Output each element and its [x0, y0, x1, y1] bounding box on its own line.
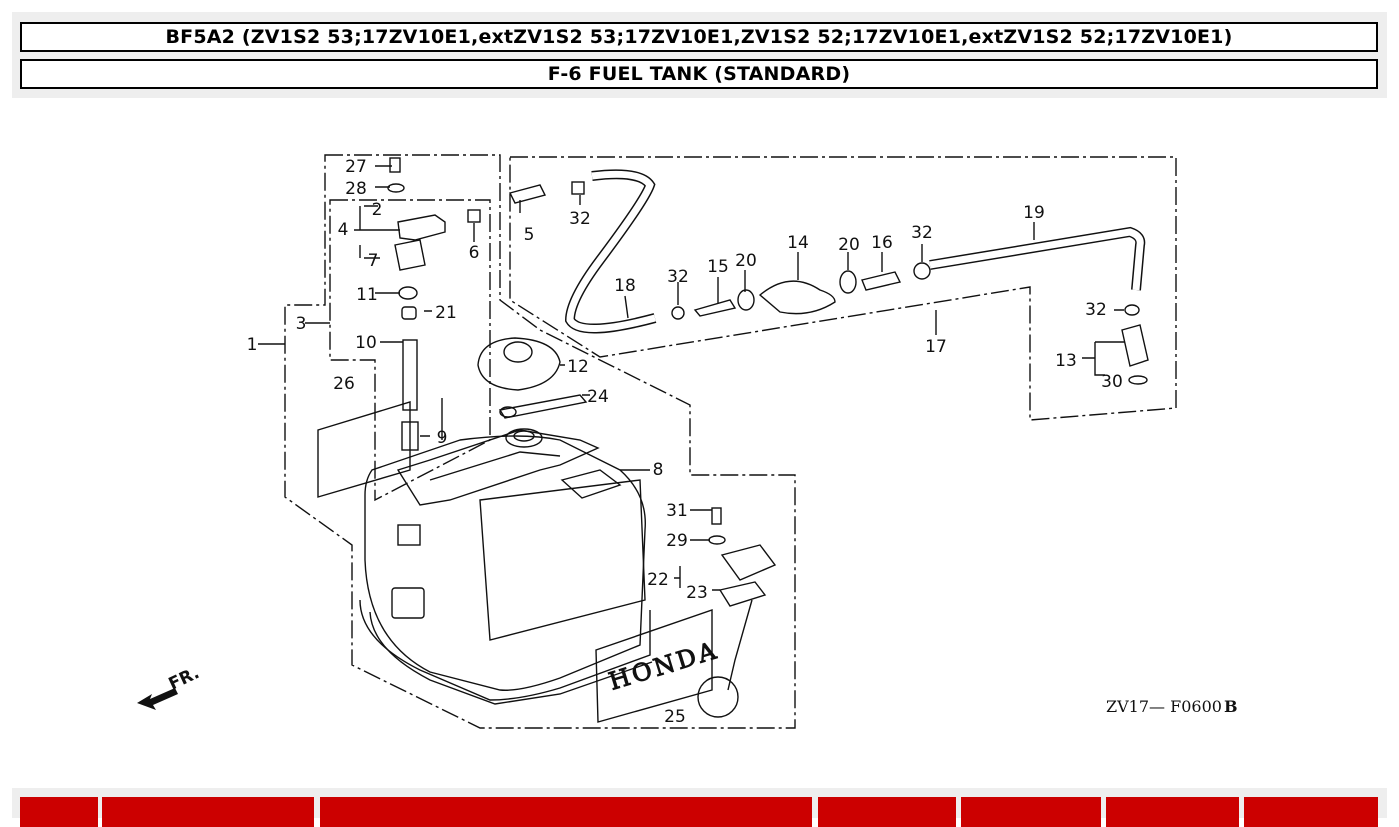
outline-group-17 — [509, 156, 1177, 421]
honda-logo-text: HONDA — [606, 636, 722, 696]
screw-27 — [389, 157, 401, 173]
callout-32a: 32 — [569, 209, 591, 229]
callouts: 1 2 3 4 5 6 7 8 9 10 11 12 13 14 15 16 1… — [247, 157, 1123, 727]
callout-1: 1 — [247, 335, 258, 355]
tank-cap — [477, 337, 561, 391]
table-header-col-2 — [102, 797, 314, 827]
callout-28: 28 — [345, 179, 367, 199]
callout-16: 16 — [871, 233, 893, 253]
callout-32b: 32 — [667, 267, 689, 287]
callout-32c: 32 — [911, 223, 933, 243]
outline-group-3 — [329, 199, 491, 502]
connector-13 — [1121, 324, 1149, 367]
callout-13: 13 — [1055, 351, 1077, 371]
tank-body — [364, 435, 646, 691]
ring-30 — [1128, 375, 1148, 385]
callout-7: 7 — [368, 251, 379, 271]
callout-32d: 32 — [1085, 300, 1107, 320]
clip-32-top — [571, 181, 585, 195]
filler-neck — [505, 428, 543, 448]
callout-25: 25 — [664, 707, 686, 727]
tank-handle — [396, 429, 600, 506]
clamp-32-b — [913, 262, 931, 280]
tank-fitting — [397, 524, 421, 546]
tank-base-rim — [369, 611, 653, 705]
screw-31 — [711, 507, 722, 525]
callout-26: 26 — [333, 374, 355, 394]
cap-strap — [498, 394, 588, 419]
gasket-23 — [718, 581, 767, 607]
table-header-col-1 — [20, 797, 98, 827]
callout-20a: 20 — [735, 251, 757, 271]
callout-30: 30 — [1101, 372, 1123, 392]
washer-29 — [708, 535, 726, 545]
tube-10 — [402, 339, 418, 411]
tank-base — [359, 599, 651, 701]
float-arm — [727, 599, 753, 691]
washer-28 — [387, 183, 405, 193]
callout-23: 23 — [686, 583, 708, 603]
clamp-20-b — [839, 270, 857, 294]
callout-31: 31 — [666, 501, 688, 521]
clamp-32-a — [671, 306, 685, 320]
callout-6: 6 — [469, 243, 480, 263]
sticker-26 — [317, 401, 411, 498]
callout-4: 4 — [338, 220, 349, 240]
callout-18: 18 — [614, 276, 636, 296]
callout-19: 19 — [1023, 203, 1045, 223]
callout-17: 17 — [925, 337, 947, 357]
gauge-plate — [560, 469, 622, 499]
callout-8: 8 — [653, 460, 664, 480]
table-header-col-3 — [320, 797, 812, 827]
vent-valve — [397, 214, 446, 241]
outline-group-1 — [284, 154, 796, 729]
parts-diagram: FR. HONDA 1 2 3 4 5 6 7 8 9 10 11 12 13 … — [137, 154, 1237, 729]
callout-29: 29 — [666, 531, 688, 551]
front-arrow-icon — [137, 688, 178, 710]
model-title: BF5A2 (ZV1S2 53;17ZV10E1,extZV1S2 53;17Z… — [20, 22, 1378, 52]
callout-15: 15 — [707, 257, 729, 277]
callout-2: 2 — [372, 200, 383, 220]
callout-5: 5 — [524, 225, 535, 245]
callout-12: 12 — [567, 357, 589, 377]
callout-9: 9 — [437, 428, 448, 448]
seal-21 — [401, 306, 417, 320]
honda-sticker-25 — [595, 609, 713, 723]
table-header-col-6 — [1106, 797, 1239, 827]
callout-14: 14 — [787, 233, 809, 253]
primer-bulb-14 — [758, 280, 836, 315]
callout-24: 24 — [587, 387, 609, 407]
joint-15 — [693, 299, 737, 317]
seal-11 — [398, 286, 418, 300]
callout-20b: 20 — [838, 235, 860, 255]
gauge-22 — [720, 544, 777, 581]
table-header-col-5 — [961, 797, 1101, 827]
table-header-col-4 — [818, 797, 956, 827]
valve-16 — [861, 271, 902, 291]
cap-6 — [467, 209, 481, 223]
clamp-20-a — [737, 289, 755, 311]
callout-21: 21 — [435, 303, 457, 323]
callout-27: 27 — [345, 157, 367, 177]
table-header-col-7 — [1244, 797, 1378, 827]
float — [697, 676, 739, 718]
callout-22: 22 — [647, 570, 669, 590]
clamp-32-c — [1124, 304, 1140, 316]
connector-5 — [508, 184, 547, 204]
callout-11: 11 — [356, 285, 378, 305]
front-label: FR. — [166, 663, 203, 694]
callout-3: 3 — [296, 314, 307, 334]
section-title: F-6 FUEL TANK (STANDARD) — [20, 59, 1378, 89]
tank-front-face — [479, 479, 646, 641]
callout-10: 10 — [355, 333, 377, 353]
